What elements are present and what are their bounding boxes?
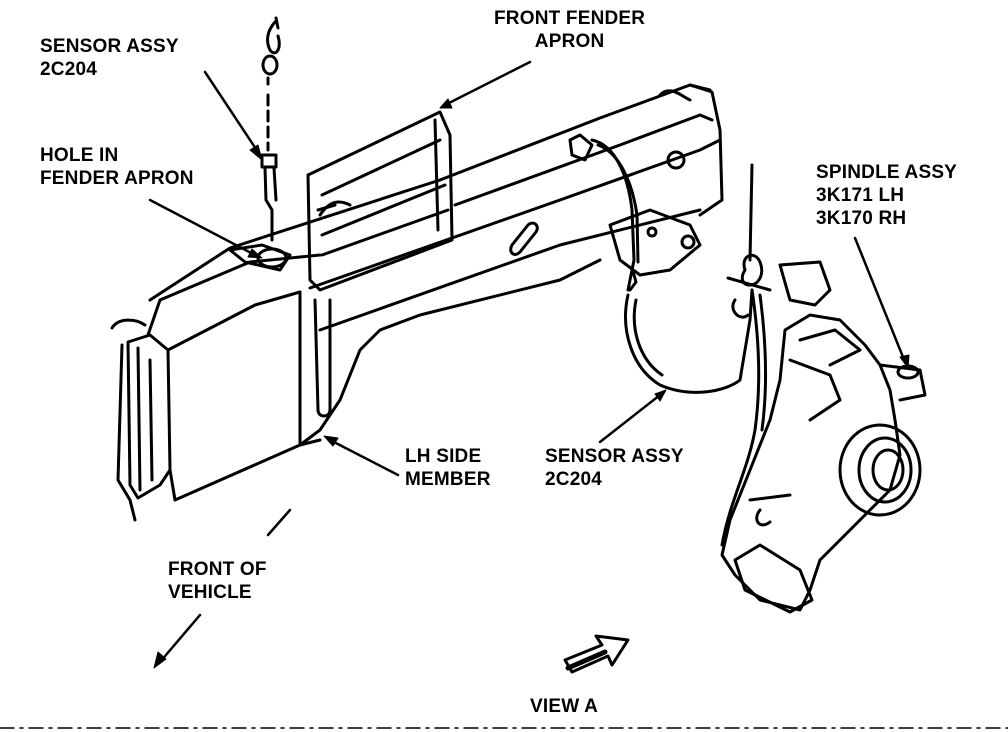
label-sensor-top-line2: 2C204 bbox=[40, 59, 97, 80]
arrowheads bbox=[153, 98, 910, 669]
label-sensor-top-line1: SENSOR ASSY bbox=[40, 36, 179, 57]
lh-side-member-drawing bbox=[110, 83, 724, 522]
label-front-fender-apron: FRONT FENDER APRON bbox=[494, 7, 645, 53]
label-view-a: VIEW A bbox=[530, 695, 598, 718]
label-fender-line1: FRONT FENDER bbox=[494, 8, 646, 29]
label-sensor-top: SENSOR ASSY 2C204 bbox=[40, 35, 179, 81]
view-a-arrow bbox=[563, 634, 630, 674]
label-view-a-text: VIEW A bbox=[530, 696, 599, 717]
label-front-line2: VEHICLE bbox=[168, 582, 252, 603]
label-front-line1: FRONT OF bbox=[168, 559, 267, 580]
label-lh-side-member: LH SIDE MEMBER bbox=[405, 445, 491, 491]
spindle-drawing bbox=[720, 253, 927, 614]
sensor-cable-drawing bbox=[568, 133, 768, 547]
leader-lines bbox=[148, 60, 907, 664]
label-side-member-line2: MEMBER bbox=[405, 469, 491, 490]
label-spindle-line2: 3K171 LH bbox=[816, 185, 905, 206]
label-hole-line2: FENDER APRON bbox=[40, 168, 194, 189]
label-hole-in-fender-apron: HOLE IN FENDER APRON bbox=[40, 144, 194, 190]
label-side-member-line1: LH SIDE bbox=[405, 446, 482, 467]
fender-apron-drawing bbox=[306, 110, 454, 292]
label-spindle-line3: 3K170 RH bbox=[816, 208, 907, 229]
label-sensor-bottom: SENSOR ASSY 2C204 bbox=[545, 445, 684, 491]
label-hole-line1: HOLE IN bbox=[40, 145, 119, 166]
label-sensor-bottom-line2: 2C204 bbox=[545, 469, 602, 490]
label-fender-line2: APRON bbox=[534, 31, 605, 52]
label-spindle-line1: SPINDLE ASSY bbox=[816, 162, 958, 183]
label-front-of-vehicle: FRONT OF VEHICLE bbox=[168, 558, 267, 604]
label-sensor-bottom-line1: SENSOR ASSY bbox=[545, 446, 684, 467]
label-spindle-assy: SPINDLE ASSY 3K171 LH 3K170 RH bbox=[816, 161, 957, 230]
